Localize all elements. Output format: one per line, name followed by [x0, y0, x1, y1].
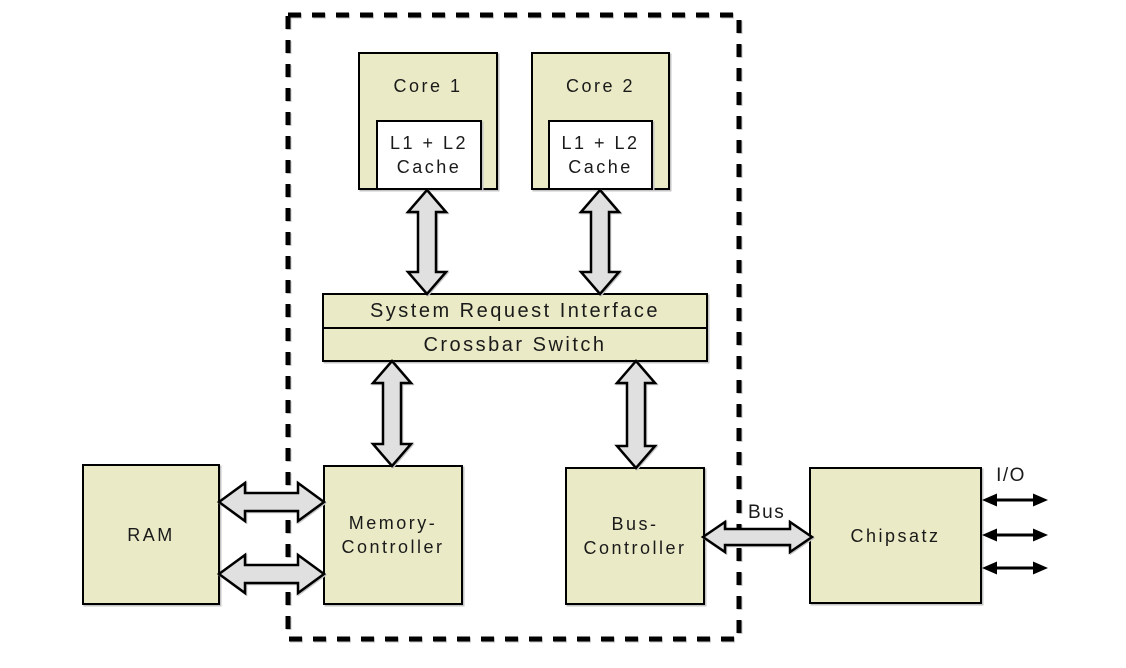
arrow-ram-memory-controller-lower [216, 552, 327, 596]
arrow-crossbar-bus-controller [614, 359, 658, 470]
io-arrow-3 [982, 561, 1048, 575]
io-arrow-2 [982, 528, 1048, 542]
chipset-label: Chipsatz [850, 525, 941, 546]
memory-controller-label: Memory- Controller [341, 513, 445, 557]
cache2-label: L1 + L2 Cache [561, 133, 640, 177]
io-label: I/O [996, 465, 1026, 486]
io-arrow-1 [982, 493, 1048, 507]
arrow-bus-controller-chipset [700, 519, 815, 555]
arrow-cache1-sri [405, 188, 449, 296]
ram-label: RAM [127, 524, 175, 545]
ram-box: RAM [82, 464, 220, 605]
system-request-interface-bar: System Request Interface [322, 293, 708, 329]
cache1-label: L1 + L2 Cache [389, 133, 469, 177]
cache1-box: L1 + L2 Cache [376, 120, 482, 190]
cache2-box: L1 + L2 Cache [548, 120, 653, 190]
arrow-ram-memory-controller-upper [216, 480, 327, 524]
memory-controller-box: Memory- Controller [323, 465, 463, 605]
bus-controller-box: Bus- Controller [565, 467, 705, 605]
core1-label: Core 1 [393, 76, 463, 96]
arrow-crossbar-memory-controller [370, 359, 414, 468]
core2-label: Core 2 [565, 76, 636, 96]
arrow-cache2-sri [578, 188, 622, 296]
bus-controller-label: Bus- Controller [583, 514, 687, 558]
crossbar-switch-bar: Crossbar Switch [322, 329, 708, 362]
crossbar-switch-label: Crossbar Switch [423, 333, 607, 356]
chipset-box: Chipsatz [809, 467, 982, 604]
bus-label: Bus [748, 502, 786, 523]
system-request-interface-label: System Request Interface [369, 300, 661, 322]
